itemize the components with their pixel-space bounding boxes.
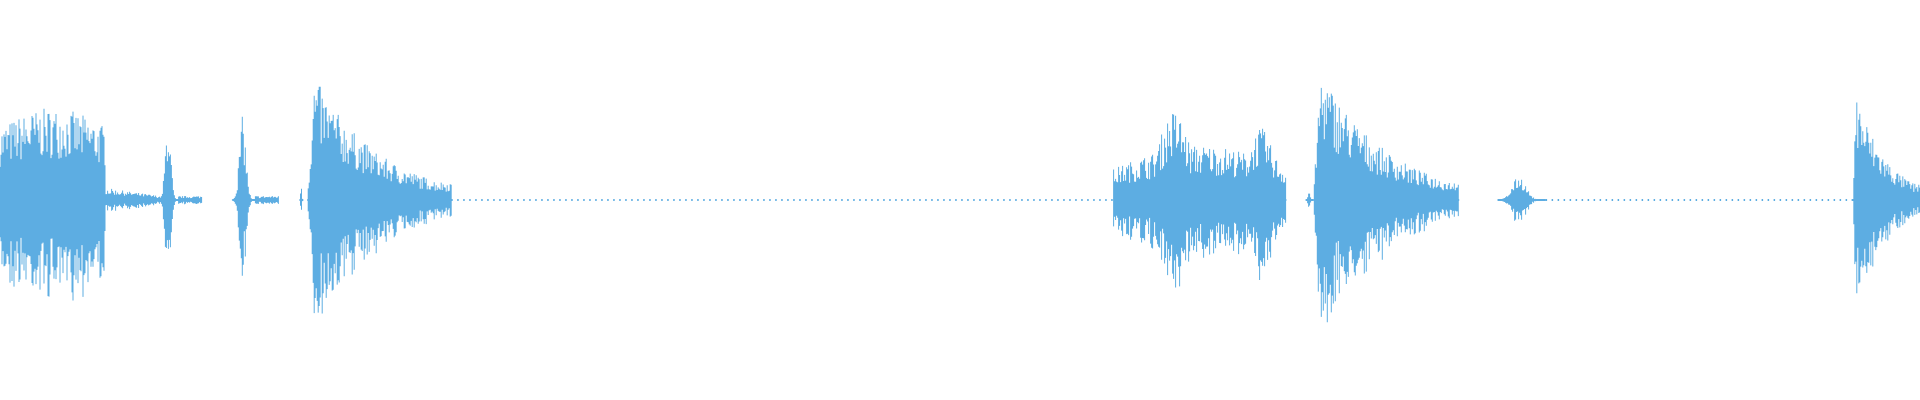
waveform-segment-tick-1 (299, 188, 304, 210)
waveform-segment-trail-1 (178, 196, 203, 205)
waveform-segment-burst-1 (0, 108, 106, 301)
waveform-segment-spike-1 (158, 145, 179, 249)
waveform-segment-burst-4 (1313, 87, 1460, 323)
waveform-segment-blip-1 (1497, 179, 1546, 221)
waveform-segment-burst-5 (1852, 102, 1920, 294)
waveform-segment-trail-2 (254, 196, 279, 205)
waveform-segment-burst-2 (307, 86, 452, 314)
waveform-segment-spike-2 (231, 116, 256, 276)
waveform-segment-silence-1 (451, 199, 1113, 201)
waveform-segment-silence-2 (1545, 199, 1854, 201)
waveform-segment-burst-3 (1113, 114, 1287, 288)
waveform-segment-tail-1 (105, 188, 164, 211)
waveform-segment-tick-2 (1305, 193, 1314, 207)
